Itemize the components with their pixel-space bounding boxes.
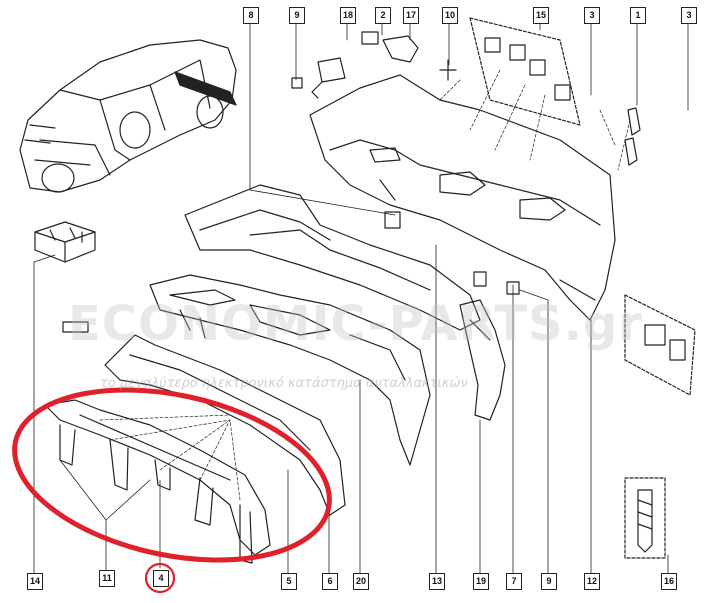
impact-absorber <box>44 399 271 564</box>
callout-5[interactable]: 5 <box>281 573 297 590</box>
clip-panel <box>469 17 581 126</box>
highlight-circle <box>144 562 176 594</box>
screw-detail <box>624 477 666 559</box>
bracket-part <box>311 57 346 99</box>
callout-16[interactable]: 16 <box>661 573 677 590</box>
callout-1[interactable]: 1 <box>630 7 646 24</box>
side-bracket <box>459 299 506 421</box>
callout-9[interactable]: 9 <box>289 7 305 24</box>
callout-6[interactable]: 6 <box>322 573 338 590</box>
clip-panel-right <box>624 294 696 396</box>
callout-15[interactable]: 15 <box>533 7 549 24</box>
callout-19[interactable]: 19 <box>473 573 489 590</box>
location-arrow-icon <box>174 71 237 106</box>
nut-part-2 <box>384 211 401 229</box>
callout-2[interactable]: 2 <box>375 7 391 24</box>
callout-8[interactable]: 8 <box>243 7 259 24</box>
cap-part <box>382 35 419 63</box>
callout-12[interactable]: 12 <box>584 573 600 590</box>
nut-part-3 <box>473 271 487 287</box>
label-plate-part <box>62 321 89 333</box>
callout-7[interactable]: 7 <box>506 573 522 590</box>
callout-3-top[interactable]: 3 <box>584 7 600 24</box>
callout-4[interactable]: 4 <box>153 570 169 587</box>
bolt-part <box>439 59 457 81</box>
highlight-ellipse <box>12 387 332 563</box>
callout-9-bottom[interactable]: 9 <box>541 573 557 590</box>
lower-diffuser <box>184 184 481 331</box>
nut-part <box>291 77 303 89</box>
callout-14[interactable]: 14 <box>27 573 43 590</box>
callout-3-right[interactable]: 3 <box>681 7 697 24</box>
callout-20[interactable]: 20 <box>353 573 369 590</box>
rear-bumper-cover <box>309 74 616 321</box>
car-overview-sketch <box>19 39 237 193</box>
callout-13[interactable]: 13 <box>429 573 445 590</box>
clip-box-part <box>34 221 96 263</box>
callout-18[interactable]: 18 <box>340 7 356 24</box>
callout-11[interactable]: 11 <box>99 570 115 587</box>
callout-17[interactable]: 17 <box>403 7 419 24</box>
nut-part-4 <box>506 281 520 295</box>
bumper-reinforcement <box>149 274 431 466</box>
fastener-strip <box>624 107 641 166</box>
clip-part <box>361 31 379 45</box>
callout-10[interactable]: 10 <box>442 7 458 24</box>
